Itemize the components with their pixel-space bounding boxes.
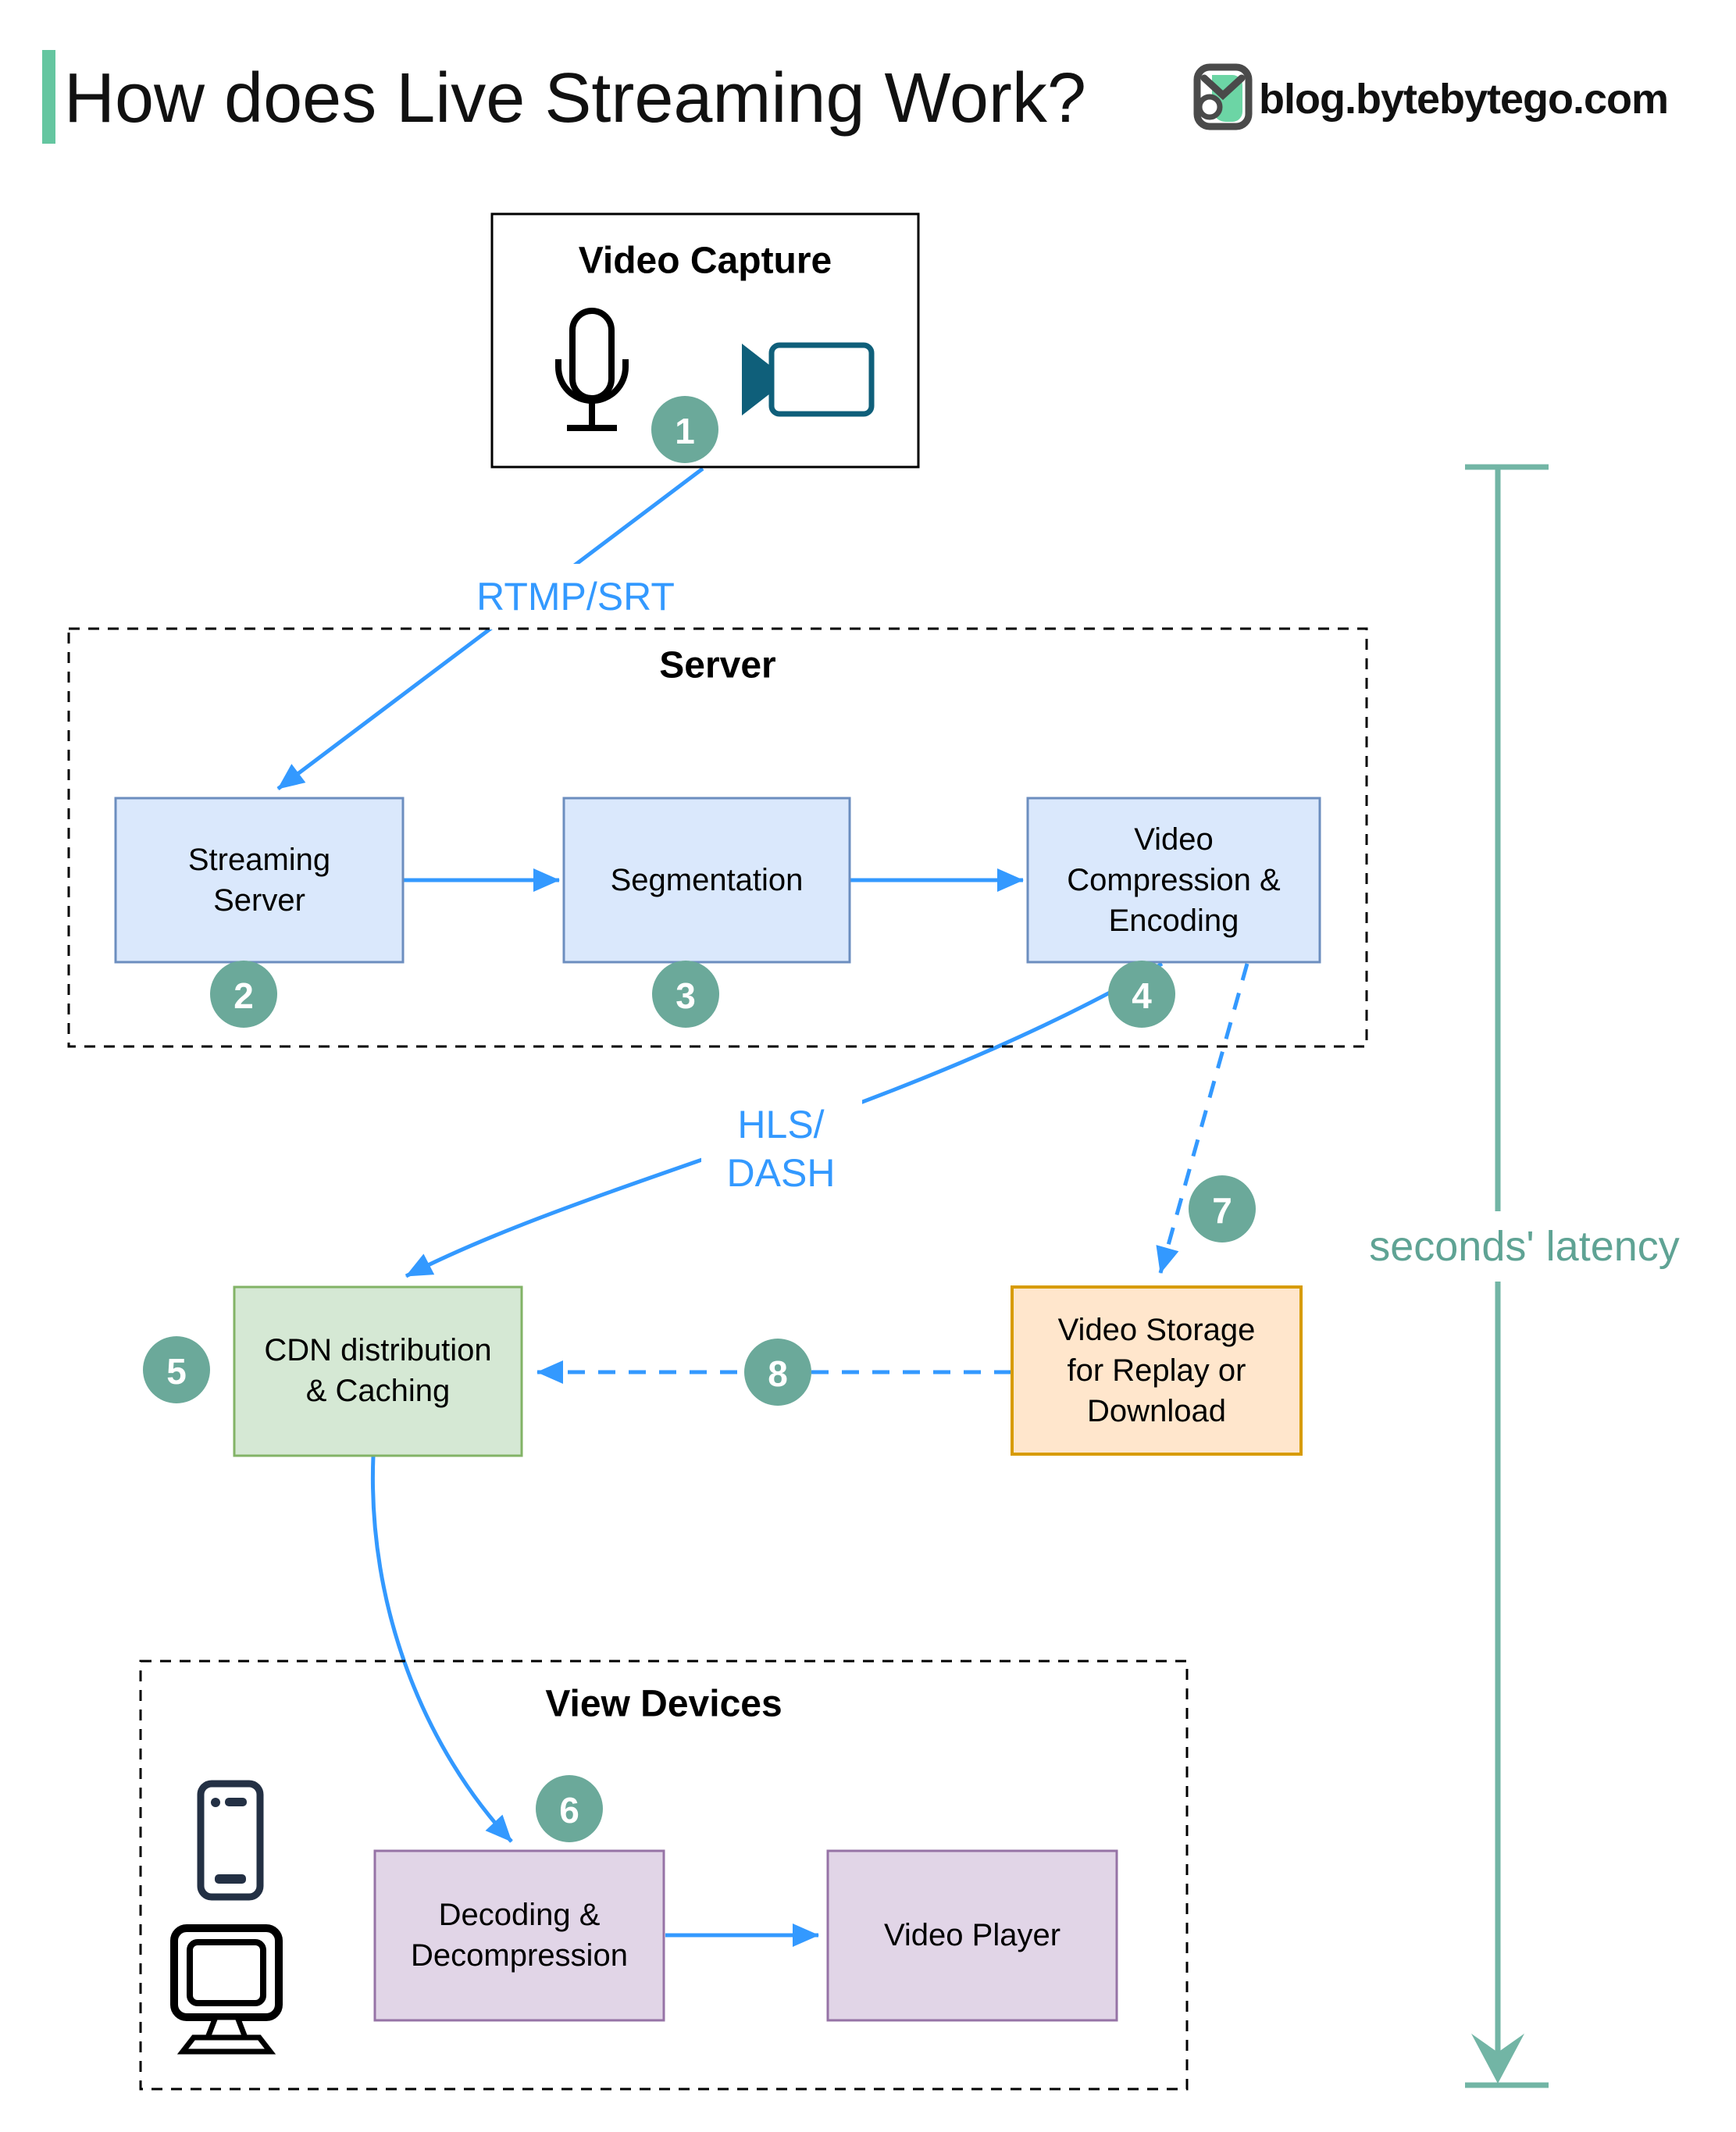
- node-video-player: Video Player: [826, 1849, 1118, 2022]
- node-video-compression: Video Compression & Encoding: [1026, 797, 1321, 964]
- node-decoding: Decoding & Decompression: [373, 1849, 665, 2022]
- node-segmentation: Segmentation: [562, 797, 851, 964]
- hls-label-line1: HLS/: [737, 1103, 824, 1146]
- streaming-server-line1: Streaming: [188, 843, 330, 877]
- server-group-title: Server: [659, 645, 775, 686]
- video-storage-line2: for Replay or: [1068, 1353, 1246, 1388]
- video-compression-line2: Compression &: [1067, 863, 1281, 897]
- microphone-icon: [555, 308, 629, 431]
- group-server: Server: [67, 627, 1368, 1048]
- step-badge-2: 2: [210, 961, 277, 1028]
- video-compression-line1: Video: [1134, 822, 1214, 857]
- step-number-7: 7: [1212, 1190, 1232, 1231]
- monitor-icon: [170, 1924, 283, 2055]
- step-badge-3: 3: [652, 961, 719, 1028]
- rtmp-srt-label: RTMP/SRT: [476, 575, 675, 619]
- page-title: How does Live Streaming Work?: [64, 59, 1086, 137]
- step-badge-5: 5: [143, 1336, 210, 1403]
- node-video-capture: Video Capture 1: [490, 212, 920, 469]
- step-badge-1: 1: [651, 396, 718, 463]
- step-number-3: 3: [676, 975, 696, 1016]
- step-badge-8: 8: [744, 1339, 811, 1406]
- node-cdn: CDN distribution & Caching: [233, 1285, 523, 1457]
- step-number-8: 8: [768, 1353, 788, 1394]
- video-camera-icon: [742, 342, 875, 417]
- group-view-devices: View Devices: [139, 1660, 1189, 2091]
- cdn-line2: & Caching: [306, 1374, 451, 1408]
- hls-label-line2: DASH: [727, 1151, 836, 1195]
- decoding-line2: Decompression: [411, 1938, 628, 1973]
- video-capture-title: Video Capture: [579, 241, 832, 282]
- node-streaming-server: Streaming Server: [114, 797, 405, 964]
- video-storage-line3: Download: [1087, 1394, 1226, 1428]
- edge-compression-to-storage: [1156, 963, 1249, 1274]
- edge-labels: RTMP/SRT HLS/ DASH: [458, 564, 862, 1214]
- step-number-6: 6: [559, 1790, 579, 1831]
- site-url: blog.bytebytego.com: [1259, 76, 1668, 123]
- step-number-4: 4: [1132, 975, 1152, 1016]
- step-badge-4: 4: [1108, 961, 1175, 1028]
- edge-cdn-to-decoding: [370, 1455, 513, 1843]
- latency-ruler: seconds' latency: [1359, 464, 1690, 2088]
- streaming-server-line2: Server: [213, 883, 305, 918]
- step-number-2: 2: [233, 975, 254, 1016]
- step-number-5: 5: [166, 1351, 187, 1392]
- decoding-line1: Decoding &: [439, 1898, 601, 1932]
- smartphone-icon: [197, 1780, 264, 1901]
- step-number-1: 1: [675, 411, 695, 451]
- video-storage-line1: Video Storage: [1058, 1313, 1256, 1347]
- title-accent-bar: [42, 50, 55, 144]
- step-badge-7: 7: [1189, 1175, 1256, 1242]
- cdn-line1: CDN distribution: [264, 1333, 491, 1367]
- view-devices-group-title: View Devices: [545, 1684, 782, 1725]
- segmentation-label: Segmentation: [611, 863, 804, 897]
- bytebytego-logo-icon: [1193, 63, 1253, 130]
- video-player-label: Video Player: [884, 1918, 1060, 1952]
- latency-label: seconds' latency: [1369, 1223, 1680, 1270]
- step-badge-6: 6: [536, 1775, 603, 1842]
- video-compression-line3: Encoding: [1109, 904, 1239, 938]
- node-video-storage: Video Storage for Replay or Download: [1011, 1285, 1303, 1456]
